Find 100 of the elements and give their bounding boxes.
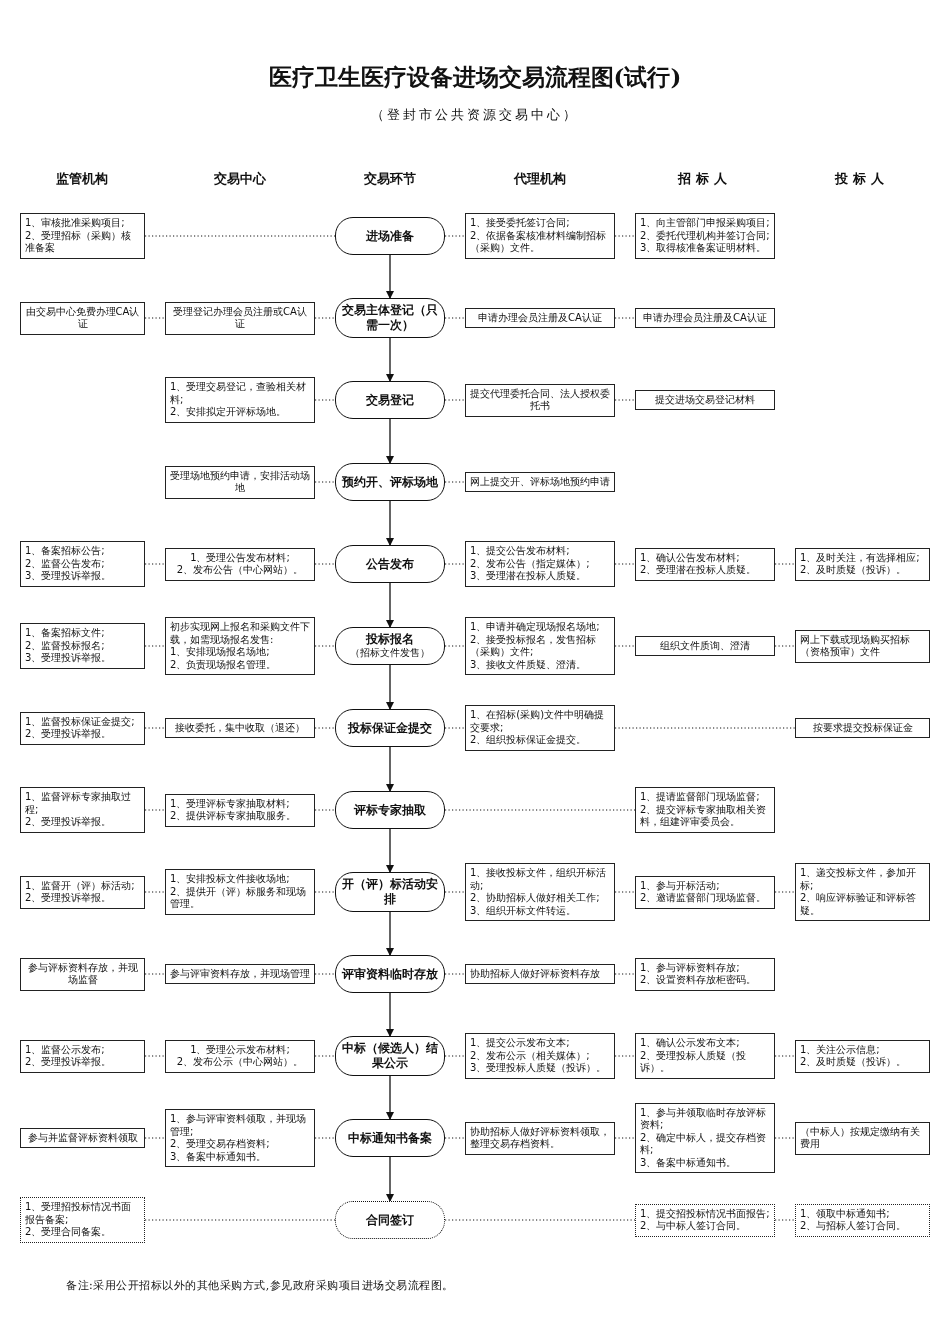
- process-step: [335, 955, 445, 993]
- box-text: 参与并监督评标资料领取: [26, 1131, 139, 1144]
- box-text: 2、邀请监督部门现场监督。: [640, 892, 768, 905]
- process-step: [335, 298, 445, 338]
- box-text: 2、发布公示（相关媒体）;: [470, 1049, 591, 1062]
- box-text: 1、受理评标专家抽取材料;: [170, 797, 291, 810]
- box-text: 1、备案招标文件;: [25, 627, 106, 640]
- process-box: [20, 623, 145, 669]
- box-text: 2、受理投诉举报。: [25, 728, 113, 741]
- connector-line: [614, 891, 636, 893]
- box-text: 参与评标资料存放，并现场监督: [26, 961, 139, 987]
- arrow: [386, 254, 394, 299]
- box-text: 2、接受投标报名，发售招标（采购）文件;: [470, 633, 598, 659]
- box-text: 2、及时质疑（投诉）。: [800, 1056, 908, 1069]
- box-text: 1、安排投标文件接收场地;: [170, 873, 291, 886]
- connector-line: [144, 235, 336, 237]
- process-step: [335, 872, 445, 912]
- box-text: 2、受理投诉举报。: [25, 816, 113, 829]
- arrow: [386, 828, 394, 873]
- box-text: 1、监督开（评）标活动;: [25, 879, 136, 892]
- box-text: 协助招标人做好评标资料领取，整理交易存档资料。: [470, 1125, 610, 1151]
- process-box: [795, 547, 930, 581]
- process-step: [335, 709, 445, 747]
- box-text: 1、提请监督部门现场监督;: [640, 791, 761, 804]
- box-text: 2、负责现场报名管理。: [170, 658, 278, 671]
- arrow: [386, 418, 394, 464]
- process-box: [465, 705, 615, 751]
- process-box: [20, 213, 145, 259]
- arrow: [386, 664, 394, 710]
- box-text: 2、发布公示（中心网站）。: [175, 1056, 305, 1069]
- connector-line: [444, 235, 466, 237]
- box-text: 3、备案中标通知书。: [170, 1150, 268, 1163]
- process-box: [465, 963, 615, 984]
- connector-line: [774, 1055, 796, 1057]
- box-text: 1、受理公示发布材料;: [189, 1043, 291, 1056]
- process-step: [335, 463, 445, 501]
- box-text: 2、受理招标（采购）核准备案: [25, 229, 133, 255]
- box-text: 由交易中心免费办理CA认证: [25, 305, 140, 331]
- process-box: [635, 1102, 775, 1173]
- process-box: [635, 787, 775, 833]
- box-text: 2、提交评标专家抽取相关资料，组建评审委员会。: [640, 803, 768, 829]
- box-text: 3、取得核准备案证明材料。: [640, 242, 768, 255]
- box-text: 1、及时关注，有选择相应;: [800, 551, 921, 564]
- process-box: [165, 717, 315, 738]
- arrow: [386, 582, 394, 628]
- connector-line: [144, 1219, 336, 1221]
- box-text: 中标（候选人）结果公示: [342, 1041, 438, 1071]
- connector-line: [444, 973, 466, 975]
- box-text: 1、受理交易登记，查验相关材料;: [170, 381, 308, 406]
- box-text: 1、申请并确定现场报名场地;: [470, 621, 601, 634]
- connector-line: [444, 727, 466, 729]
- footnote: 备注:采用公开招标以外的其他采购方式,参见政府采购项目进场交易流程图。: [66, 1278, 454, 1293]
- box-text: 2、与中标人签订合同。: [640, 1220, 748, 1233]
- column-header: 投标人: [835, 170, 889, 188]
- process-box: [165, 793, 315, 827]
- connector-line: [444, 809, 636, 811]
- box-text: 提交进场交易登记材料: [654, 393, 756, 406]
- connector-line: [444, 399, 466, 401]
- connector-line: [144, 317, 166, 319]
- box-text: 2、响应评标验证和评标答疑。: [800, 892, 918, 917]
- subtitle: （登封市公共资源交易中心）: [371, 106, 579, 124]
- process-box: [635, 957, 775, 991]
- box-text: 1、确认公示发布文本;: [640, 1037, 741, 1050]
- box-text: 1、受理招投标情况书面报告备案;: [25, 1201, 133, 1226]
- box-text: 交易登记: [366, 392, 414, 408]
- box-text: 2、监督公告发布;: [25, 557, 106, 570]
- box-text: 2、受理投诉举报。: [25, 892, 113, 905]
- process-box: [465, 213, 615, 259]
- box-text: 协助招标人做好评标资料存放: [470, 967, 601, 980]
- connector-line: [444, 317, 466, 319]
- box-text: 3、接收文件质疑、澄清。: [470, 658, 588, 671]
- column-header: 监管机构: [56, 170, 108, 188]
- process-box: [635, 875, 775, 909]
- connector-line: [314, 809, 336, 811]
- process-box: [795, 717, 930, 738]
- box-text: 1、监督投标保证金提交;: [25, 715, 136, 728]
- arrow: [386, 911, 394, 956]
- box-text: 3、受理投标人质疑（投诉）。: [470, 1062, 608, 1075]
- process-box: [165, 617, 315, 675]
- box-text: 1、提交招投标情况书面报告;: [640, 1207, 770, 1220]
- connector-line: [444, 891, 466, 893]
- process-box: [165, 1039, 315, 1073]
- process-box: [635, 307, 775, 328]
- box-text: 评标专家抽取: [354, 802, 426, 818]
- box-text: 提交代理委托合同、法人授权委托书: [470, 387, 610, 413]
- column-header: 交易环节: [364, 170, 416, 188]
- box-text: （招标文件发售）: [350, 647, 430, 660]
- box-text: 2、安排拟定开评标场地。: [170, 406, 288, 419]
- connector-line: [314, 891, 336, 893]
- box-text: 2、受理投诉举报。: [25, 1056, 113, 1069]
- connector-line: [314, 973, 336, 975]
- box-text: 2、协助招标人做好相关工作;: [470, 892, 601, 905]
- box-text: 1、参与评审资料领取，并现场管理;: [170, 1113, 308, 1138]
- connector-line: [614, 399, 636, 401]
- box-text: 网上下载或现场购买招标（资格预审）文件: [800, 633, 911, 659]
- box-text: 2、委托代理机构并签订合同;: [640, 229, 770, 242]
- box-text: 3、受理投诉举报。: [25, 570, 113, 583]
- box-text: 2、提供评标专家抽取服务。: [170, 810, 298, 823]
- process-box: [465, 307, 615, 328]
- process-box: [165, 547, 315, 581]
